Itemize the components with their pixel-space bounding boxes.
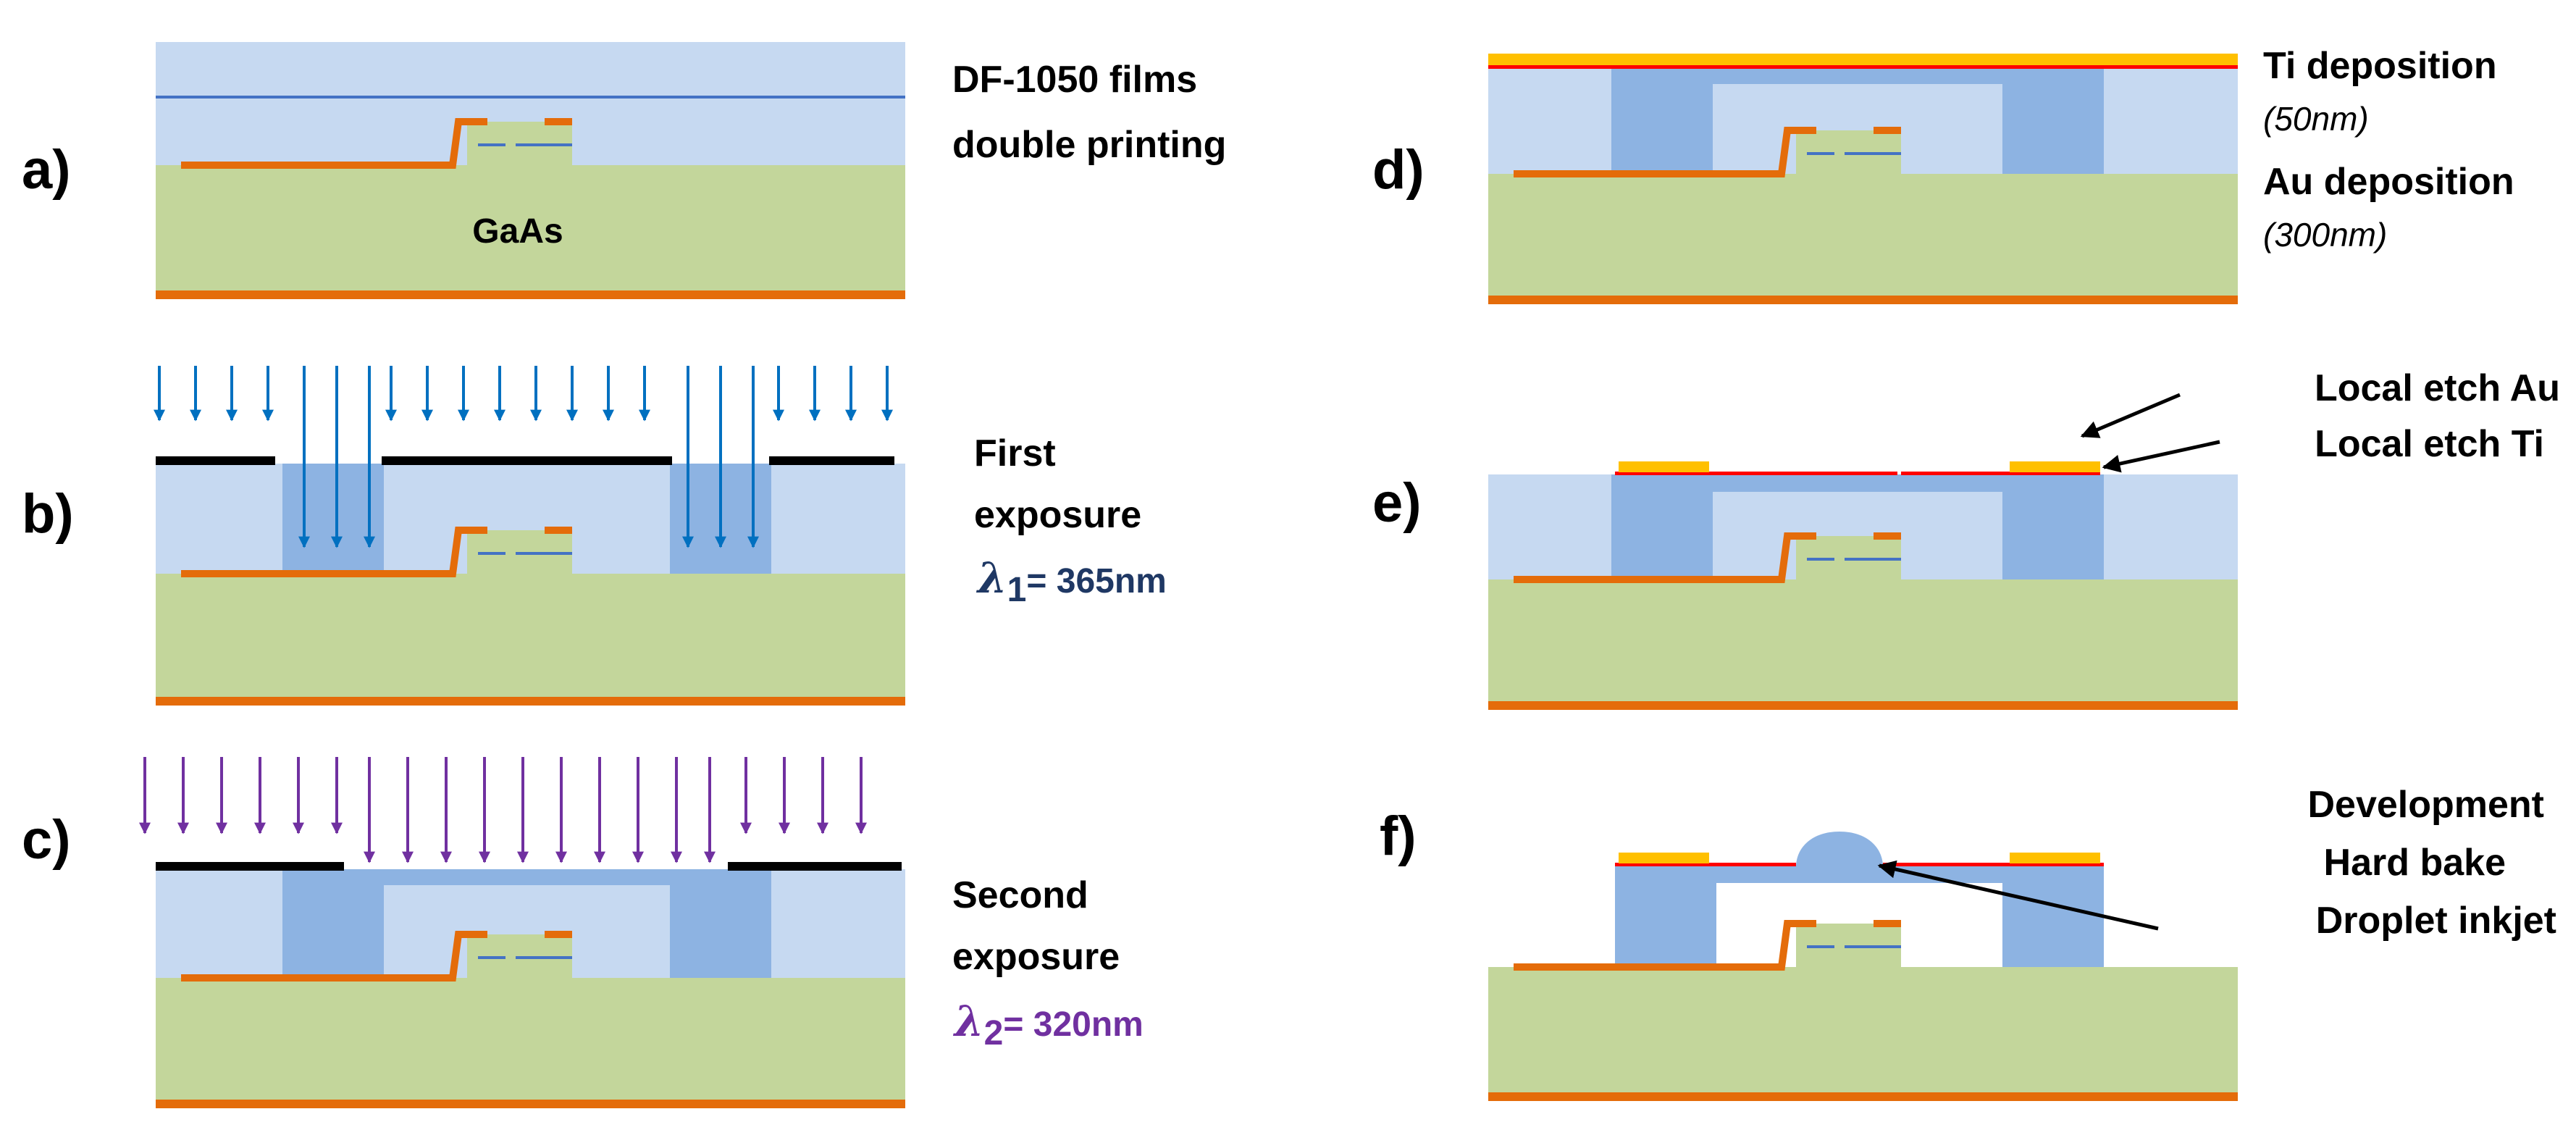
gold-layer [1488, 54, 2238, 66]
exposed-resist-region [2002, 65, 2104, 174]
gaas-substrate [1488, 174, 2238, 297]
panel-e-label: e) [1372, 472, 1422, 534]
pointer-arrow-droplet [1877, 860, 2159, 931]
gold-pad [1619, 461, 1709, 472]
ti-thickness: (50nm) [2263, 100, 2369, 138]
titanium-layer [1488, 65, 2238, 69]
panel-f-label: f) [1380, 805, 1417, 867]
gaas-substrate [156, 574, 905, 698]
droplet-inkjet-label: Droplet inkjet [2316, 900, 2556, 942]
hard-bake-label: Hard bake [2324, 842, 2506, 884]
gold-pad [2010, 461, 2100, 472]
titanium-layer [1901, 472, 2100, 475]
panel-d-label: d) [1372, 139, 1425, 201]
gold-pad [2010, 853, 2100, 863]
titanium-layer [1615, 863, 1796, 866]
exposed-top-layer [384, 869, 670, 885]
caption-line-2: exposure [952, 936, 1120, 978]
pointer-arrow-ti [2102, 440, 2220, 473]
uv-exposure-arrows-purple [139, 757, 867, 863]
top-contact [1514, 127, 1816, 177]
caption-line-1: First [974, 432, 1056, 474]
back-contact [1488, 296, 2238, 304]
caption-line-2: exposure [974, 494, 1141, 536]
wavelength-label: λ1= 365nm [976, 553, 1167, 609]
gaas-substrate [156, 978, 905, 1101]
back-contact [1488, 701, 2238, 710]
titanium-layer [1883, 863, 2104, 866]
exposed-resist-region [282, 464, 384, 574]
gold-pad [1619, 853, 1709, 863]
gaas-substrate [1488, 579, 2238, 703]
top-contact [1514, 532, 1816, 583]
gaas-substrate [1488, 967, 2238, 1094]
top-contact [181, 527, 487, 577]
etch-ti-label: Local etch Ti [2315, 423, 2544, 465]
resist-pillar [2002, 866, 2104, 967]
back-contact [156, 290, 905, 299]
panel-b: b) [22, 366, 1167, 706]
caption-line-1: DF-1050 films [952, 59, 1197, 101]
exposed-resist-region [282, 869, 384, 978]
back-contact [1488, 1092, 2238, 1101]
ti-deposition-label: Ti deposition [2263, 45, 2497, 87]
panel-e: e) Local etch Au Local etch Ti [1372, 367, 2560, 710]
exposed-resist-region [670, 869, 771, 978]
substrate-label: GaAs [472, 212, 563, 251]
air-bridge-membrane [1716, 866, 2002, 883]
wavelength-label: λ2= 320nm [952, 997, 1144, 1052]
gaas-substrate [156, 165, 905, 292]
top-contact [181, 118, 487, 169]
panel-d: d) Ti deposition (50nm) Au deposition (3… [1372, 45, 2514, 304]
inkjet-droplet [1796, 832, 1883, 867]
exposed-resist-region [1611, 474, 1713, 579]
exposed-resist-region [2002, 474, 2104, 579]
uv-exposure-arrows-blue [154, 366, 893, 548]
exposed-resist-region [1611, 65, 1713, 174]
back-contact [156, 697, 905, 706]
au-thickness: (300nm) [2263, 216, 2387, 254]
panel-b-label: b) [22, 483, 74, 545]
development-label: Development [2307, 784, 2544, 826]
resist-pillar [1615, 866, 1716, 967]
panel-c: c) [22, 757, 1144, 1108]
exposed-top-layer [1713, 474, 2002, 492]
panel-a-label: a) [22, 139, 71, 201]
back-contact [156, 1100, 905, 1108]
top-contact [181, 931, 487, 982]
au-deposition-label: Au deposition [2263, 161, 2514, 203]
panel-a: a) GaAs DF-1050 films double printing [22, 42, 1226, 299]
caption-line-2: double printing [952, 124, 1226, 166]
top-contact [1514, 920, 1816, 971]
titanium-layer [1615, 472, 1897, 475]
etch-au-label: Local etch Au [2315, 367, 2560, 409]
panel-c-label: c) [22, 809, 71, 871]
caption-line-1: Second [952, 874, 1088, 916]
panel-f: f) Development Hard bake Droplet inkjet [1380, 784, 2556, 1101]
pointer-arrow-au [2080, 393, 2181, 438]
